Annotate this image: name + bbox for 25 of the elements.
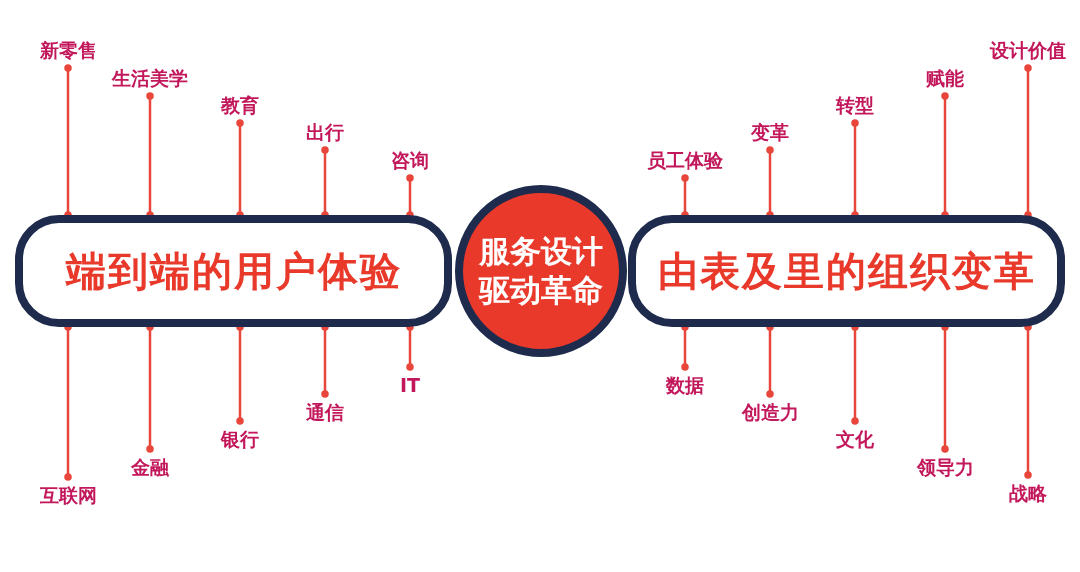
topic-pill: 端到端的用户体验 xyxy=(15,215,452,327)
keyword-label: 教育 xyxy=(221,93,259,117)
keyword-label: 创造力 xyxy=(741,400,799,424)
keyword-label: 转型 xyxy=(836,93,874,117)
keyword-label: 通信 xyxy=(306,400,344,424)
keyword-label: 赋能 xyxy=(926,66,964,90)
topic-pill: 由表及里的组织变革 xyxy=(628,215,1065,327)
leader-line xyxy=(1024,64,1032,219)
keyword-label: 金融 xyxy=(131,455,169,479)
keyword-label: 设计价值 xyxy=(990,38,1066,62)
keyword-label: 互联网 xyxy=(39,483,97,507)
keyword-label: 银行 xyxy=(221,427,259,451)
keyword-label: 新零售 xyxy=(39,38,97,62)
keyword-label: 领导力 xyxy=(916,455,974,479)
keyword-label: 员工体验 xyxy=(647,148,723,172)
keyword-label: 战略 xyxy=(1009,481,1047,505)
center-circle: 服务设计驱动革命 xyxy=(455,185,627,357)
keyword-label: 咨询 xyxy=(391,148,429,172)
keyword-label: 数据 xyxy=(666,373,704,397)
keyword-label: 生活美学 xyxy=(112,66,188,90)
keyword-label: IT xyxy=(400,373,420,397)
leader-line xyxy=(1024,323,1032,479)
keyword-label: 文化 xyxy=(836,427,874,451)
keyword-label: 变革 xyxy=(751,120,789,144)
keyword-label: 出行 xyxy=(306,120,344,144)
